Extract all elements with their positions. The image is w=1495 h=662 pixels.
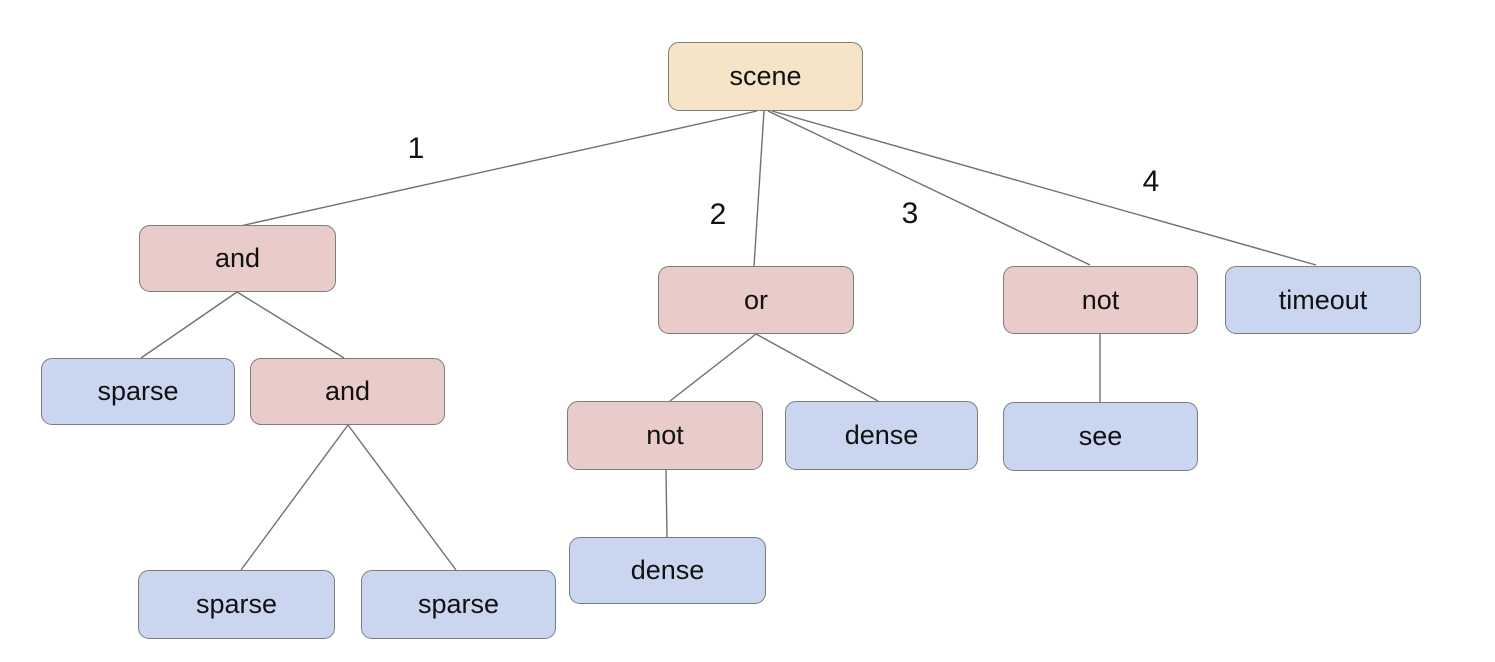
edge-not2-dense [665, 469, 668, 538]
edge-label-4: 4 [1142, 165, 1160, 198]
tree-node-sparse-3: sparse [361, 570, 556, 639]
tree-node-not-2: not [567, 401, 763, 470]
edge-or-not [669, 333, 757, 402]
edge-and-and [236, 291, 345, 359]
tree-node-sparse-2: sparse [138, 570, 335, 639]
tree-node-dense-2: dense [569, 537, 766, 604]
tree-node-not: not [1003, 266, 1198, 334]
tree-node-dense: dense [785, 401, 978, 470]
tree-node-and-2: and [250, 358, 445, 425]
edge-and2-sparse2 [347, 424, 457, 571]
edge-scene-timeout [771, 110, 1317, 266]
tree-node-and: and [139, 225, 336, 292]
tree-node-scene: scene [668, 42, 863, 111]
edge-scene-not [767, 110, 1091, 266]
edge-scene-or [753, 110, 765, 267]
edge-label-1: 1 [407, 132, 425, 165]
edge-or-dense [755, 333, 879, 402]
edge-scene-and [239, 110, 758, 227]
edge-label-2: 2 [709, 198, 727, 231]
edge-and2-sparse [240, 424, 349, 571]
tree-node-see: see [1003, 402, 1198, 471]
tree-node-sparse: sparse [41, 358, 235, 425]
edge-label-3: 3 [901, 197, 919, 230]
tree-node-or: or [658, 266, 854, 334]
edge-and-sparse [140, 291, 238, 359]
tree-node-timeout: timeout [1225, 266, 1421, 334]
